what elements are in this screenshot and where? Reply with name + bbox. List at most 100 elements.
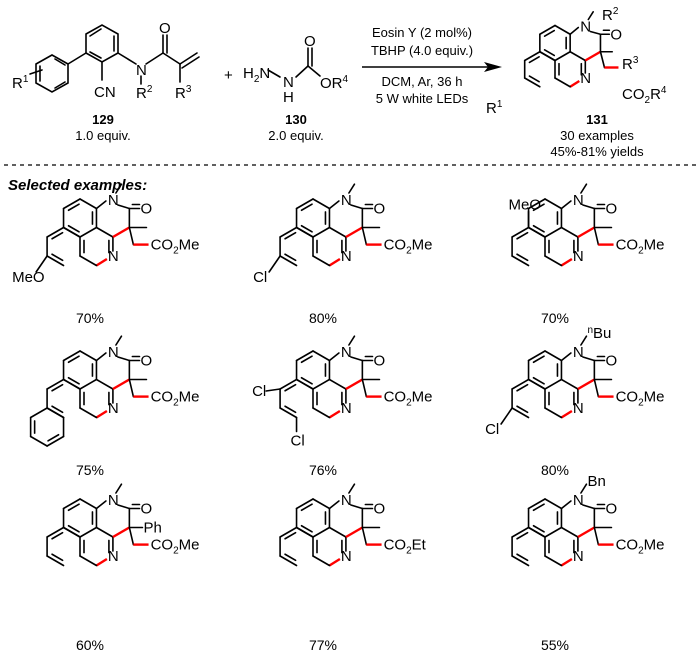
double-bond-inner bbox=[532, 524, 545, 533]
double-bond-inner bbox=[67, 203, 80, 212]
benzo-ring-bond bbox=[29, 407, 48, 419]
double-bond-inner bbox=[300, 376, 313, 385]
aryl-substituent-bond bbox=[500, 407, 513, 425]
r3-label-part: R bbox=[622, 56, 633, 73]
ester-label-part: 2 bbox=[406, 246, 412, 257]
amide-n-label-part: N bbox=[573, 192, 584, 209]
ring-a-bond bbox=[554, 24, 571, 36]
carbonyl-o-label: O bbox=[141, 501, 153, 518]
aryl-substituent-label-part: MeO bbox=[12, 269, 45, 286]
double-bond-inner bbox=[532, 203, 545, 212]
lactam-bond bbox=[328, 200, 340, 210]
ring-a-bond bbox=[312, 350, 331, 362]
new-bond-red bbox=[345, 226, 363, 239]
ester-label: CO2Me bbox=[384, 237, 433, 257]
r2-label: R2 bbox=[602, 6, 619, 24]
example-yield: 77% bbox=[309, 637, 337, 653]
example-yield-part: 70% bbox=[76, 310, 104, 326]
ester-label-part: CO bbox=[384, 237, 407, 254]
new-bond-red bbox=[328, 409, 341, 419]
double-bond-inner bbox=[67, 355, 80, 364]
ester-label-part: CO bbox=[616, 389, 639, 406]
ring-a-bond bbox=[79, 378, 98, 390]
ch2-bond bbox=[593, 226, 600, 246]
ring-b-bond bbox=[312, 255, 331, 267]
benzo-ring-bond bbox=[29, 435, 48, 447]
ester-label-part: Me bbox=[179, 389, 200, 406]
carbonyl-o-label: O bbox=[606, 201, 618, 218]
example-yield-part: 75% bbox=[76, 462, 104, 478]
compound-129-equiv: 1.0 equiv. bbox=[75, 128, 130, 143]
double-bond-inner bbox=[528, 75, 540, 83]
aryl-substituent-label-part: Cl bbox=[253, 269, 267, 286]
lactam-bond bbox=[117, 204, 131, 210]
lactam-bond bbox=[117, 356, 131, 362]
amide-n-label-part: N bbox=[108, 492, 119, 509]
aryl-substituent-label: Cl bbox=[253, 269, 267, 286]
ring-a-bond bbox=[295, 498, 314, 510]
ester-label-part: Me bbox=[179, 237, 200, 254]
amide-n-label: N bbox=[573, 344, 584, 361]
ring-a-bond bbox=[554, 50, 571, 62]
double-bond-inner bbox=[51, 405, 64, 414]
ester-label: CO2Me bbox=[616, 389, 665, 409]
ring-a-bond bbox=[312, 378, 331, 390]
lactam-bond bbox=[582, 204, 596, 210]
double-bond-inner bbox=[543, 49, 556, 57]
r3-label: R3 bbox=[622, 55, 639, 73]
aryl-substituent-label: Cl bbox=[291, 433, 305, 450]
double-bond-inner bbox=[67, 524, 80, 533]
ring-b-bond bbox=[95, 226, 114, 238]
example-yield: 70% bbox=[76, 310, 104, 326]
lactam-bond bbox=[560, 352, 572, 362]
ring-d-bond bbox=[295, 526, 314, 538]
ring-d-bond bbox=[527, 378, 546, 390]
ring-a-bond bbox=[544, 350, 563, 362]
ring-a-bond bbox=[527, 498, 546, 510]
ester-label-part: CO bbox=[616, 237, 639, 254]
carbonyl-o-label: O bbox=[606, 353, 618, 370]
carbonyl-o-label: O bbox=[374, 201, 386, 218]
ring-b-bond bbox=[79, 555, 98, 567]
ring-a-bond bbox=[312, 226, 331, 238]
ester-label-part: Me bbox=[179, 537, 200, 554]
lactam-bond bbox=[582, 504, 596, 510]
ring-b-bond bbox=[569, 50, 587, 62]
aryl-substituent-label-part: MeO bbox=[509, 197, 542, 214]
double-bond-inner bbox=[51, 531, 64, 540]
double-bond-inner bbox=[300, 224, 313, 233]
ester-label-part: CO bbox=[384, 537, 407, 554]
double-bond-inner bbox=[51, 383, 64, 392]
new-bond-red bbox=[560, 557, 573, 567]
ring-d-bond bbox=[511, 226, 530, 238]
lactam-bond bbox=[350, 356, 364, 362]
ch2-bond bbox=[128, 226, 135, 246]
ester-r4-label-part: CO bbox=[622, 86, 645, 103]
ring-b-bond bbox=[544, 555, 563, 567]
ring-a-bond bbox=[527, 198, 546, 210]
double-bond-inner bbox=[532, 376, 545, 385]
condition-line-4: 5 W white LEDs bbox=[376, 91, 469, 106]
ring-d-bond bbox=[523, 77, 541, 88]
ring-n-label: N bbox=[573, 248, 584, 265]
ring-d-bond bbox=[527, 526, 546, 538]
ring-d-bond bbox=[279, 407, 298, 419]
ring-a-bond bbox=[312, 198, 331, 210]
double-bond-inner bbox=[516, 231, 529, 240]
ester-r4-label-part: R bbox=[650, 86, 661, 103]
example-yield: 80% bbox=[541, 462, 569, 478]
new-bond-red bbox=[577, 378, 595, 391]
r3-label: R3 bbox=[175, 84, 192, 102]
ring-n-label: N bbox=[341, 548, 352, 565]
ring-b-bond bbox=[79, 255, 98, 267]
amide-n-label: N bbox=[573, 192, 584, 209]
ring-d-bond bbox=[279, 255, 298, 267]
ester-label: CO2Me bbox=[151, 237, 200, 257]
ring-n-label: N bbox=[341, 248, 352, 265]
condition-line-3: DCM, Ar, 36 h bbox=[382, 74, 463, 89]
ch2-bond bbox=[361, 226, 368, 246]
ester-label-part: Me bbox=[644, 237, 665, 254]
example-yield: 75% bbox=[76, 462, 104, 478]
ch2-bond bbox=[128, 526, 135, 546]
new-bond-red bbox=[577, 526, 595, 539]
